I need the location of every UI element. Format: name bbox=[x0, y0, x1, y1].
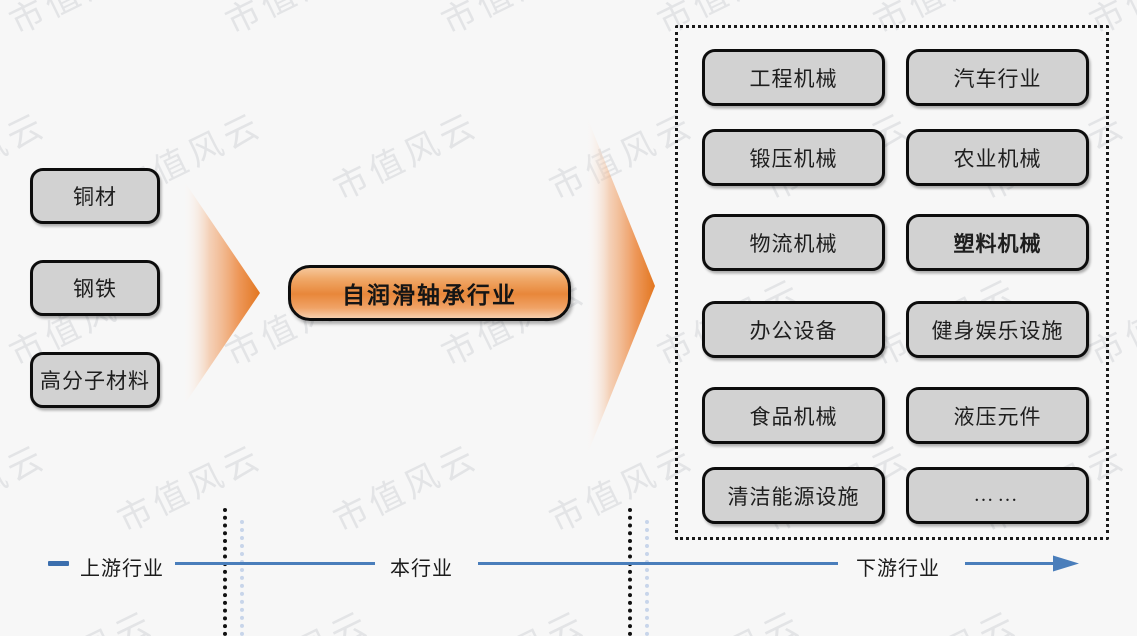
downstream-node-l4-label: 食品机械 bbox=[749, 404, 838, 429]
watermark-text: 市值风云 bbox=[328, 106, 485, 209]
downstream-node-r4[interactable]: 液压元件 bbox=[906, 387, 1089, 444]
watermark-text: 市值风云 bbox=[432, 596, 594, 636]
downstream-node-l3[interactable]: 办公设备 bbox=[702, 301, 885, 358]
watermark-text: 市值风云 bbox=[1080, 596, 1137, 636]
watermark-text: 市值风云 bbox=[0, 0, 162, 44]
downstream-node-r1-label: 农业机械 bbox=[953, 146, 1042, 171]
divider-downstream-black bbox=[628, 508, 632, 636]
downstream-node-l2[interactable]: 物流机械 bbox=[702, 214, 885, 271]
upstream-node-0-label: 铜材 bbox=[73, 185, 117, 209]
watermark-text: 市值风云 bbox=[864, 596, 1026, 636]
upstream-node-2[interactable]: 高分子材料 bbox=[30, 352, 160, 408]
current-industry-label: 自润滑轴承行业 bbox=[342, 283, 517, 308]
axis-segment-upstream bbox=[175, 562, 375, 565]
watermark-text: 市值风云 bbox=[432, 0, 594, 44]
downstream-node-r2[interactable]: 塑料机械 bbox=[906, 214, 1089, 271]
divider-upstream-blue bbox=[240, 520, 244, 636]
watermark-text: 市值风云 bbox=[0, 596, 162, 636]
downstream-node-r0-label: 汽车行业 bbox=[953, 66, 1042, 91]
watermark-text: 市值风云 bbox=[0, 438, 53, 541]
axis-label-downstream: 下游行业 bbox=[856, 558, 940, 580]
downstream-node-r1[interactable]: 农业机械 bbox=[906, 129, 1089, 186]
downstream-node-r5[interactable]: …… bbox=[906, 467, 1089, 524]
axis-segment-downstream bbox=[965, 562, 1059, 565]
downstream-node-r0[interactable]: 汽车行业 bbox=[906, 49, 1089, 106]
divider-downstream-blue bbox=[645, 520, 649, 636]
watermark-text: 市值风云 bbox=[328, 438, 485, 541]
downstream-node-l3-label: 办公设备 bbox=[749, 318, 838, 343]
downstream-node-r5-label: …… bbox=[973, 484, 1022, 506]
downstream-container bbox=[675, 25, 1109, 540]
downstream-node-l5-label: 清洁能源设施 bbox=[727, 484, 860, 509]
downstream-node-l5[interactable]: 清洁能源设施 bbox=[702, 467, 885, 524]
downstream-node-l1-label: 锻压机械 bbox=[749, 146, 838, 171]
axis-legend-dash bbox=[48, 561, 69, 566]
downstream-node-r2-label: 塑料机械 bbox=[953, 231, 1042, 256]
downstream-node-l4[interactable]: 食品机械 bbox=[702, 387, 885, 444]
watermark-text: 市值风云 bbox=[112, 438, 269, 541]
divider-upstream-black bbox=[223, 508, 227, 636]
axis-arrow-head-icon bbox=[1053, 555, 1079, 572]
downstream-node-r3[interactable]: 健身娱乐设施 bbox=[906, 301, 1089, 358]
upstream-node-1[interactable]: 钢铁 bbox=[30, 260, 160, 316]
axis-label-current: 本行业 bbox=[390, 558, 453, 580]
downstream-node-l0[interactable]: 工程机械 bbox=[702, 49, 885, 106]
axis-label-upstream: 上游行业 bbox=[80, 558, 164, 580]
downstream-node-l1[interactable]: 锻压机械 bbox=[702, 129, 885, 186]
current-industry-node[interactable]: 自润滑轴承行业 bbox=[288, 265, 571, 321]
upstream-node-0[interactable]: 铜材 bbox=[30, 168, 160, 224]
downstream-node-l0-label: 工程机械 bbox=[749, 66, 838, 91]
downstream-node-l2-label: 物流机械 bbox=[749, 231, 838, 256]
upstream-node-1-label: 钢铁 bbox=[73, 277, 117, 301]
watermark-text: 市值风云 bbox=[216, 0, 378, 44]
downstream-node-r4-label: 液压元件 bbox=[953, 404, 1042, 429]
axis-segment-current bbox=[478, 562, 838, 565]
upstream-node-2-label: 高分子材料 bbox=[40, 369, 150, 393]
chevron-arrow-downstream bbox=[585, 112, 655, 460]
chevron-arrow-upstream bbox=[182, 178, 260, 408]
downstream-node-r3-label: 健身娱乐设施 bbox=[931, 318, 1064, 343]
watermark-text: 市值风云 bbox=[648, 596, 810, 636]
